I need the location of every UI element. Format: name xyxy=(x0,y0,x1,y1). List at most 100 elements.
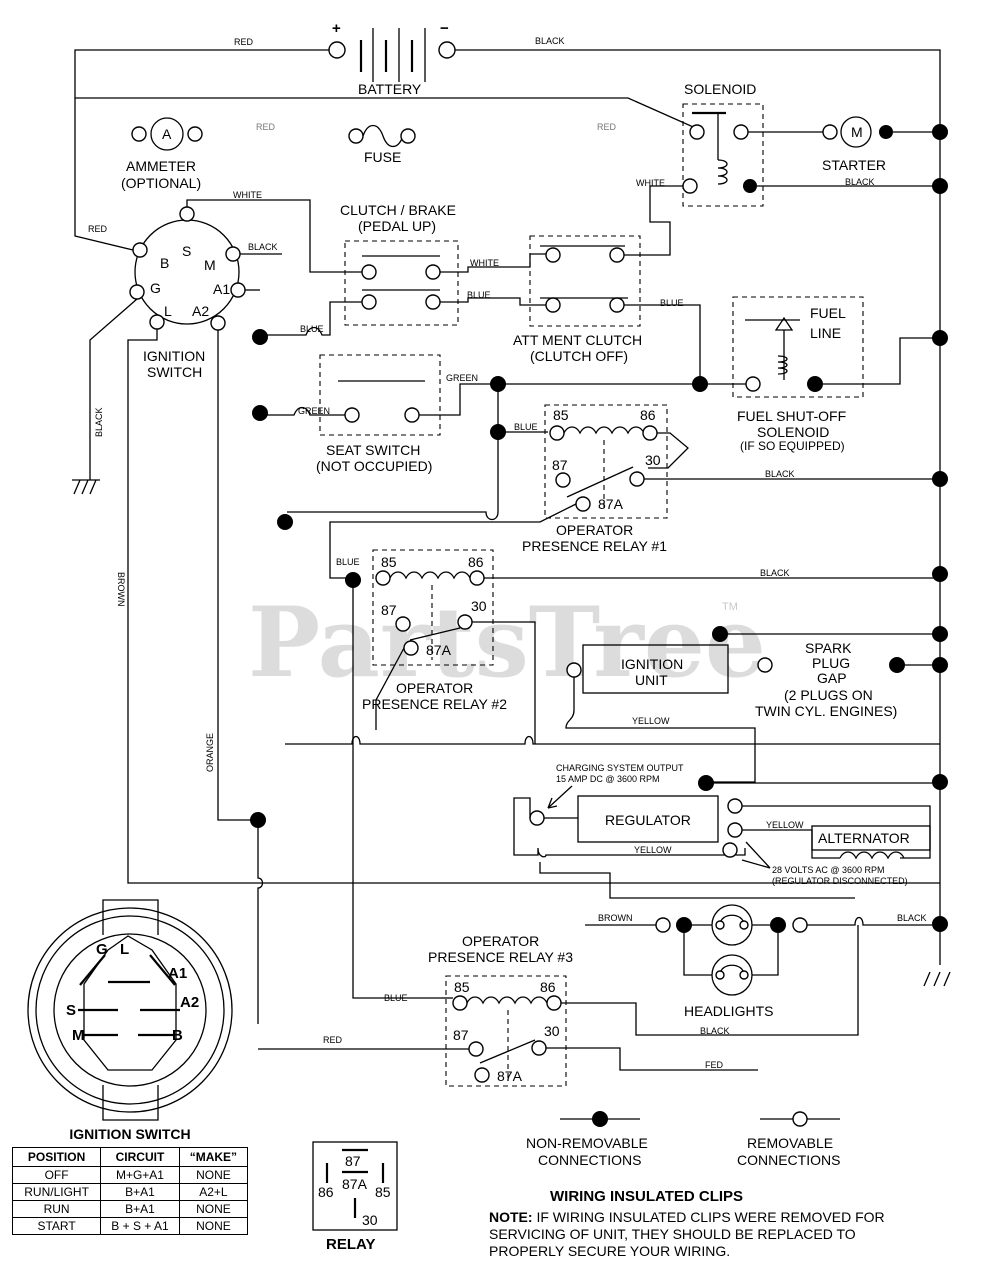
wire-label-blue-left: BLUE xyxy=(300,324,324,334)
relay3-label: OPERATOR xyxy=(462,933,539,949)
relay1-label: OPERATOR xyxy=(556,522,633,538)
table-row: OFF M+G+A1 NONE xyxy=(11,1166,249,1184)
relay3-pin-86: 86 xyxy=(540,979,556,995)
ign-terminal-a1: A1 xyxy=(213,281,230,297)
face-a1: A1 xyxy=(168,965,187,982)
operator-presence-relay-3: 85 86 87 30 87A OPERATOR PRESENCE RELAY … xyxy=(428,933,573,1087)
legend-nonremovable: NON-REMOVABLE xyxy=(526,1135,648,1151)
operator-presence-relay-2: 85 86 87 30 87A OPERATOR PRESENCE RELAY … xyxy=(362,549,507,712)
ignition-table-header: POSITION CIRCUIT “MAKE” xyxy=(11,1147,249,1167)
ignition-table-block: IGNITION SWITCH POSITION CIRCUIT “MAKE” … xyxy=(11,1126,249,1235)
legend-relay-87: 87 xyxy=(345,1153,361,1169)
cell-circuit: B+A1 xyxy=(100,1200,180,1218)
relay2-pin-30: 30 xyxy=(471,598,487,614)
battery-plus: + xyxy=(332,20,341,37)
ign-terminal-a2: A2 xyxy=(192,303,209,319)
wire-label-blue-att: BLUE xyxy=(660,298,684,308)
fuel-line-label-2: LINE xyxy=(810,325,841,341)
clips-note: WIRING INSULATED CLIPS NOTE: IF WIRING I… xyxy=(489,1188,885,1259)
clips-note-bold: NOTE: xyxy=(489,1209,533,1225)
ignition-unit: IGNITION UNIT xyxy=(566,644,773,694)
alternator-volts: 28 VOLTS AC @ 3600 RPM xyxy=(772,865,885,875)
ignition-switch-label-2: SWITCH xyxy=(147,364,202,380)
seat-switch: SEAT SWITCH (NOT OCCUPIED) xyxy=(316,354,441,474)
cell-position: RUN/LIGHT xyxy=(11,1183,102,1201)
legend-relay-85: 85 xyxy=(375,1184,391,1200)
fuel-shutoff-solenoid: FUEL LINE FUEL SHUT-OFF SOLENOID (IF SO … xyxy=(732,296,864,453)
ign-terminal-l: L xyxy=(164,303,172,319)
wire-label-white-ign: WHITE xyxy=(233,190,262,200)
clutch-brake-label: CLUTCH / BRAKE xyxy=(340,202,456,218)
headlights-label: HEADLIGHTS xyxy=(684,1003,773,1019)
wire-label-red-battery: RED xyxy=(234,37,254,47)
clips-note-text: IF WIRING INSULATED CLIPS WERE REMOVED F… xyxy=(533,1209,885,1225)
attachment-clutch-switch: ATT MENT CLUTCH (CLUTCH OFF) xyxy=(513,235,642,364)
relay-legend-label: RELAY xyxy=(326,1236,375,1253)
clips-note-line2: SERVICING OF UNIT, THEY SHOULD BE REPLAC… xyxy=(489,1226,856,1242)
legend-relay-86: 86 xyxy=(318,1184,334,1200)
spark-plug-label-2: PLUG xyxy=(812,655,850,671)
ignition-unit-label: IGNITION xyxy=(621,656,683,672)
relay3-pin-87: 87 xyxy=(453,1027,469,1043)
ammeter: A AMMETER (OPTIONAL) xyxy=(121,117,203,191)
cell-circuit: B + S + A1 xyxy=(100,1217,180,1235)
wire-label-yellow-ign: YELLOW xyxy=(632,716,670,726)
cell-make: A2+L xyxy=(178,1183,249,1201)
col-circuit: CIRCUIT xyxy=(100,1147,180,1167)
relay2-label: OPERATOR xyxy=(396,680,473,696)
relay3-pin-87a: 87A xyxy=(497,1068,523,1084)
wire-label-yellow-alt: YELLOW xyxy=(766,820,804,830)
wire-label-white-sol: WHITE xyxy=(636,178,665,188)
legend-removable: REMOVABLE xyxy=(747,1135,833,1151)
headlights: HEADLIGHTS xyxy=(655,904,808,1019)
starter-symbol: M xyxy=(851,124,863,140)
relay2-pin-87a: 87A xyxy=(426,642,452,658)
regulator-label: REGULATOR xyxy=(605,812,691,828)
spark-plug-gap: GAP xyxy=(817,670,847,686)
alternator-label: ALTERNATOR xyxy=(818,830,910,846)
table-row: RUN/LIGHT B+A1 A2+L xyxy=(11,1183,249,1201)
att-clutch-sub: (CLUTCH OFF) xyxy=(530,348,628,364)
relay1-pin-87a: 87A xyxy=(598,496,624,512)
face-l: L xyxy=(120,941,129,958)
wire-label-brown: BROWN xyxy=(116,572,126,607)
wire-label-black-solenoid: BLACK xyxy=(845,177,875,187)
cell-position: RUN xyxy=(11,1200,102,1218)
seat-switch-label: SEAT SWITCH xyxy=(326,442,420,458)
wire-label-black-ign: BLACK xyxy=(248,242,278,252)
spark-plug-note: (2 PLUGS ON xyxy=(784,687,873,703)
starter-motor: M STARTER xyxy=(822,116,893,173)
clips-note-line1: NOTE: IF WIRING INSULATED CLIPS WERE REM… xyxy=(489,1209,885,1225)
operator-presence-relay-1: 85 86 87 30 87A OPERATOR PRESENCE RELAY … xyxy=(522,404,668,554)
ign-terminal-b: B xyxy=(160,255,169,271)
legend-removable-2: CONNECTIONS xyxy=(737,1152,840,1168)
relay1-pin-87: 87 xyxy=(552,457,568,473)
ammeter-label: AMMETER xyxy=(126,158,196,174)
ignition-unit-label-2: UNIT xyxy=(635,672,668,688)
wire-label-yellow-reg-bottom: YELLOW xyxy=(634,845,672,855)
relay3-label-2: PRESENCE RELAY #3 xyxy=(428,949,573,965)
regulator: REGULATOR xyxy=(577,795,719,843)
fuel-line-label: FUEL xyxy=(810,305,846,321)
battery: + − BATTERY xyxy=(328,20,456,97)
fuel-shutoff-label: FUEL SHUT-OFF xyxy=(737,408,846,424)
legend-nonremovable-2: CONNECTIONS xyxy=(538,1152,641,1168)
wire-label-orange: ORANGE xyxy=(205,733,215,772)
relay1-pin-86: 86 xyxy=(640,407,656,423)
relay1-pin-30: 30 xyxy=(645,452,661,468)
wire-label-blue-relay3: BLUE xyxy=(384,993,408,1003)
alternator-note: (REGULATOR DISCONNECTED) xyxy=(772,876,908,886)
cell-make: NONE xyxy=(178,1166,249,1184)
clutch-brake-sub: (PEDAL UP) xyxy=(358,218,436,234)
wire-label-green: GREEN xyxy=(446,373,478,383)
cell-circuit: M+G+A1 xyxy=(100,1166,180,1184)
relay2-label-2: PRESENCE RELAY #2 xyxy=(362,696,507,712)
battery-label: BATTERY xyxy=(358,81,422,97)
wire-label-red-faint-1: RED xyxy=(256,122,276,132)
relay2-pin-86: 86 xyxy=(468,554,484,570)
wire-label-white-clutch: WHITE xyxy=(470,258,499,268)
cell-make: NONE xyxy=(178,1217,249,1235)
wire-label-black-ground: BLACK xyxy=(94,407,104,437)
col-position: POSITION xyxy=(11,1147,102,1167)
relay1-label-2: PRESENCE RELAY #1 xyxy=(522,538,667,554)
